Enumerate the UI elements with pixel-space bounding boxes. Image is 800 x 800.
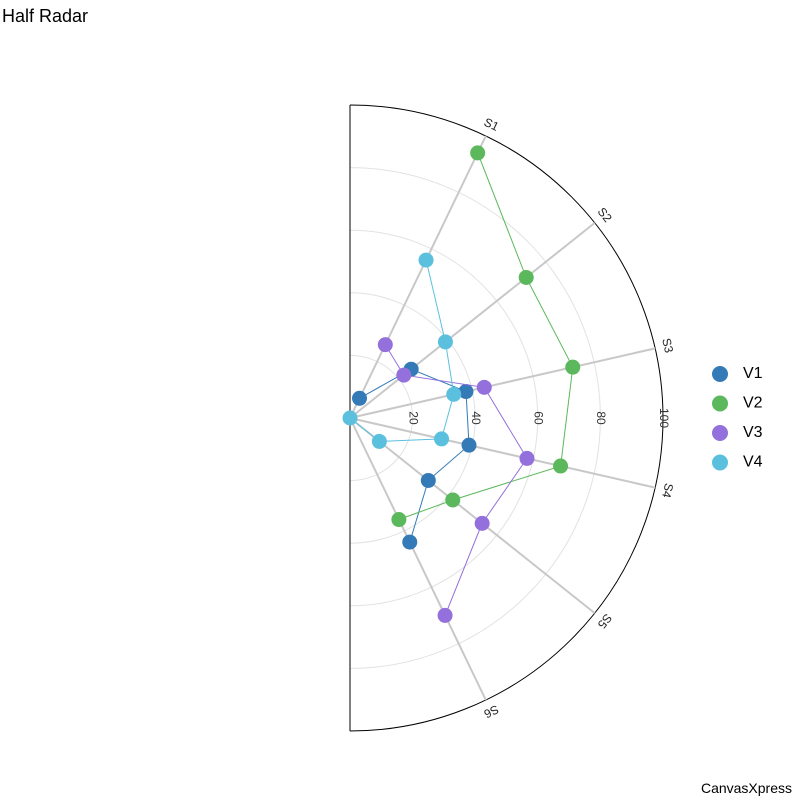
legend-label-V2: V2 bbox=[743, 395, 763, 412]
legend-label-V3: V3 bbox=[743, 424, 763, 441]
point-V3-S3[interactable] bbox=[476, 379, 492, 395]
axis-label-S6: S6 bbox=[481, 702, 501, 721]
chart-title: Half Radar bbox=[2, 6, 89, 26]
spoke-S5 bbox=[349, 417, 596, 614]
series-V4 bbox=[342, 252, 462, 449]
point-V2-S1[interactable] bbox=[470, 145, 486, 161]
series-V3 bbox=[377, 337, 535, 623]
legend-swatch-V2 bbox=[712, 395, 728, 412]
axis-label-S3: S3 bbox=[659, 337, 676, 355]
point-V3-S2[interactable] bbox=[396, 367, 412, 383]
grid-layer bbox=[349, 104, 664, 732]
legend-label-V4: V4 bbox=[743, 454, 763, 471]
point-V4-S4[interactable] bbox=[434, 431, 450, 447]
point-V1-S4[interactable] bbox=[461, 437, 477, 453]
radial-tick-80: 80 bbox=[594, 411, 608, 425]
radial-tick-20: 20 bbox=[406, 411, 420, 425]
point-V4-S3[interactable] bbox=[446, 386, 462, 402]
legend-swatch-V1 bbox=[712, 366, 728, 382]
spoke-S4 bbox=[349, 417, 656, 489]
radial-ticks: 20 40 60 80 100 bbox=[406, 408, 670, 428]
series-V1 bbox=[352, 361, 477, 550]
point-V2-S4[interactable] bbox=[553, 458, 569, 474]
axis-label-S2: S2 bbox=[595, 205, 615, 225]
point-V2-S5[interactable] bbox=[445, 492, 461, 508]
spoke-S3 bbox=[349, 347, 656, 419]
spoke-S1 bbox=[349, 135, 487, 419]
radial-tick-40: 40 bbox=[469, 411, 483, 425]
series-line-V2 bbox=[398, 152, 574, 520]
point-V3-S5[interactable] bbox=[474, 515, 490, 531]
point-V3-S4[interactable] bbox=[519, 450, 535, 466]
point-V4-S6[interactable] bbox=[342, 410, 358, 426]
legend-swatch-V4 bbox=[712, 454, 728, 471]
point-V1-S3[interactable] bbox=[458, 384, 474, 400]
radial-tick-100: 100 bbox=[657, 408, 671, 428]
point-V2-S2[interactable] bbox=[518, 269, 534, 285]
legend-label-V1: V1 bbox=[743, 365, 763, 382]
point-V4-S1[interactable] bbox=[418, 252, 434, 268]
series-layer bbox=[342, 145, 581, 623]
grid-ring-100 bbox=[349, 104, 664, 732]
radial-tick-60: 60 bbox=[532, 411, 546, 425]
axis-label-S5: S5 bbox=[594, 611, 614, 631]
grid-ring-60 bbox=[349, 229, 539, 607]
point-V3-S1[interactable] bbox=[377, 337, 393, 353]
series-line-V3 bbox=[384, 344, 528, 616]
spoke-S2 bbox=[349, 222, 596, 419]
grid-ring-40 bbox=[349, 292, 476, 544]
axis-label-S1: S1 bbox=[482, 115, 502, 134]
point-V1-S5[interactable] bbox=[420, 472, 436, 488]
grid-ring-80 bbox=[349, 167, 601, 669]
legend-swatch-V3 bbox=[712, 425, 728, 441]
point-V1-S1[interactable] bbox=[352, 390, 368, 406]
point-V4-S5[interactable] bbox=[371, 433, 387, 449]
series-V2 bbox=[391, 145, 581, 528]
point-V1-S6[interactable] bbox=[402, 534, 418, 550]
point-V2-S3[interactable] bbox=[565, 359, 581, 375]
axis-label-S4: S4 bbox=[659, 482, 676, 500]
brand-label: CanvasXpress bbox=[700, 780, 792, 796]
spoke-S6 bbox=[349, 417, 487, 701]
point-V2-S6[interactable] bbox=[391, 512, 407, 528]
point-V4-S2[interactable] bbox=[437, 334, 453, 350]
point-V3-S6[interactable] bbox=[437, 607, 453, 623]
